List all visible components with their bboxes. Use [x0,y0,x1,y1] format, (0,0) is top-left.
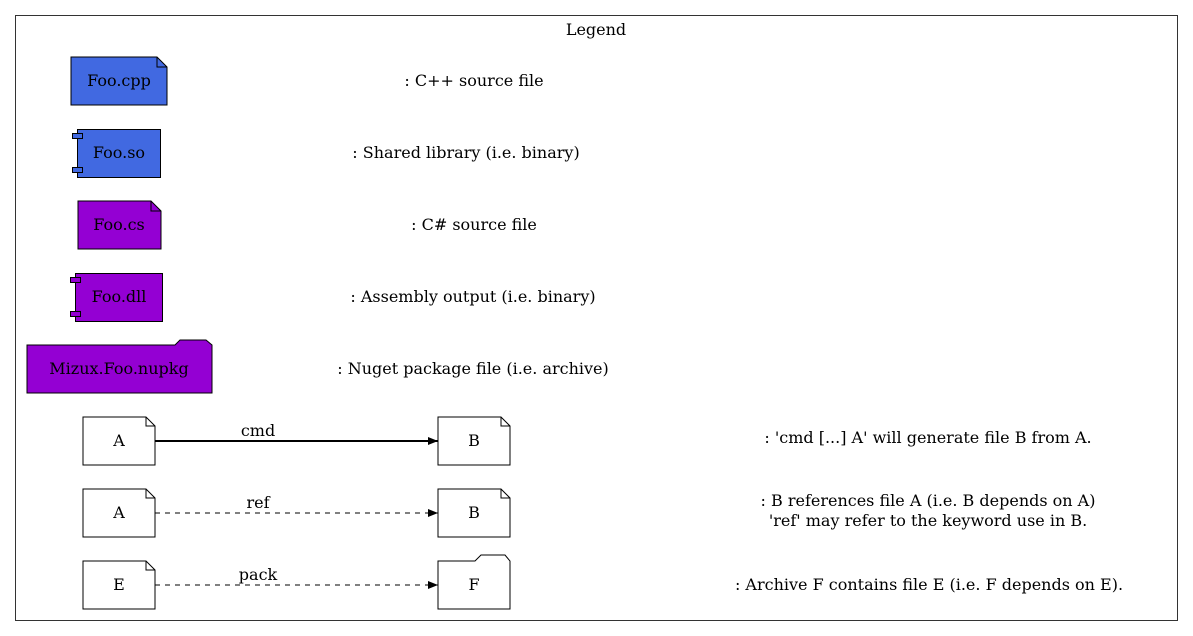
node-label-b: B [468,431,480,450]
note-fold [156,57,167,68]
description-ref-line2: 'ref' may refer to the keyword use in B. [769,511,1087,530]
node-label-foo-cs: Foo.cs [93,215,144,234]
target-folder-f [437,554,511,610]
node-foo-so: Foo.so [72,129,161,178]
source-file-e [82,560,156,610]
description-ref-line1: : B references file A (i.e. B depends on… [761,491,1096,510]
target-file-b [437,488,511,538]
description-nupkg: : Nuget package file (i.e. archive) [337,359,609,378]
node-label-f: F [468,575,479,594]
node-label-foo-so: Foo.so [93,143,145,162]
description-pack: : Archive F contains file E (i.e. F depe… [735,575,1123,594]
note-fold [145,561,155,571]
nupkg-folder-shape [26,339,213,394]
description-cs: : C# source file [411,215,537,234]
edge-label-cmd: cmd [241,421,275,440]
legend-frame [15,15,1178,621]
edge-label-ref: ref [246,493,270,512]
component-tab-top [70,277,81,283]
component-tab-bottom [72,167,83,173]
node-label-nupkg: Mizux.Foo.nupkg [49,359,188,378]
note-fold [500,417,510,427]
node-mizux-foo-nupkg: Mizux.Foo.nupkg [26,339,213,394]
note-fold [500,489,510,499]
note-fold [145,417,155,427]
note-fold [145,489,155,499]
relation-pack: E pack F [82,554,511,610]
description-cpp: : C++ source file [404,71,543,90]
node-label-a: A [112,503,125,522]
node-foo-cs: Foo.cs [77,200,162,250]
edge-label-pack: pack [239,565,278,584]
relation-cmd: A cmd B [82,416,511,466]
so-component-shape [77,129,161,178]
node-label-e: E [113,575,125,594]
note-fold [150,201,161,212]
node-label-b: B [468,503,480,522]
node-label-a: A [112,431,125,450]
node-label-foo-dll: Foo.dll [92,287,147,306]
node-foo-dll: Foo.dll [70,273,163,322]
source-file-a [82,416,156,466]
description-cmd: : 'cmd [...] A' will generate file B fro… [764,428,1091,447]
target-file-b [437,416,511,466]
description-dll: : Assembly output (i.e. binary) [350,287,595,306]
dll-component-shape [75,273,163,322]
relation-ref: A ref B [82,488,511,538]
component-tab-top [72,133,83,139]
legend-title: Legend [566,20,626,39]
node-label-foo-cpp: Foo.cpp [87,71,151,90]
component-tab-bottom [70,311,81,317]
cs-file-shape [77,200,162,250]
cpp-file-shape [70,56,168,106]
description-so: : Shared library (i.e. binary) [352,143,579,162]
source-file-a [82,488,156,538]
node-foo-cpp: Foo.cpp [70,56,168,106]
